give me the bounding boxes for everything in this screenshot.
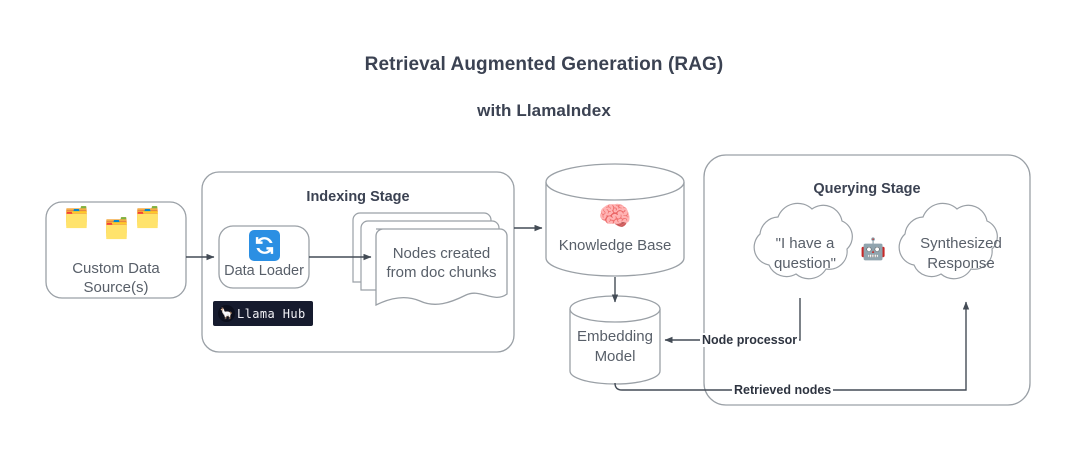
card-index-dividers-icon: 🗂️: [135, 207, 160, 229]
knowledge-base-label: Knowledge Base: [558, 237, 672, 254]
diagram-title: Retrieval Augmented Generation (RAG): [364, 54, 724, 75]
knowledge-base-cylinder: [545, 163, 685, 277]
sync-refresh-icon: [249, 230, 280, 261]
response-cloud: [898, 202, 998, 280]
card-index-dividers-icon: 🗂️: [64, 207, 89, 229]
llama-hub-badge[interactable]: 🦙 Llama Hub: [213, 301, 313, 326]
data-loader-label: Data Loader: [224, 263, 304, 279]
question-cloud-label-line1: "I have a: [775, 235, 835, 252]
edge-label-node-processor: Node processor: [700, 333, 800, 347]
embedding-model-label-line1: Embedding: [577, 328, 653, 345]
embedding-model-label-line2: Model: [594, 348, 636, 365]
question-cloud: [753, 202, 853, 280]
llama-hub-label: Llama Hub: [237, 306, 306, 321]
embedding-model-cylinder: [569, 295, 661, 385]
indexing-stage-label: Indexing Stage: [306, 189, 410, 205]
brain-icon: 🧠: [598, 201, 632, 231]
nodes-card-front: [375, 228, 508, 307]
edge-label-retrieved-nodes: Retrieved nodes: [732, 383, 834, 397]
response-cloud-label-line2: Response: [927, 255, 995, 272]
question-cloud-label-line2: question": [773, 255, 837, 272]
diagram-subtitle: with LlamaIndex: [477, 101, 611, 120]
nodes-card-label-line1: Nodes created: [392, 245, 491, 262]
response-cloud-label-line1: Synthesized: [920, 235, 1002, 252]
custom-data-source-box: [45, 201, 187, 299]
custom-data-source-label-line2: Source(s): [83, 279, 149, 296]
llama-icon: 🦙: [218, 305, 235, 322]
card-index-dividers-icon: 🗂️: [104, 218, 129, 240]
nodes-card-label-line2: from doc chunks: [386, 264, 497, 281]
custom-data-source-label-line1: Custom Data: [72, 260, 160, 277]
arrow-embedding-to-response: [614, 301, 970, 391]
querying-stage-label: Querying Stage: [813, 181, 921, 197]
robot-icon: 🤖: [860, 238, 887, 261]
